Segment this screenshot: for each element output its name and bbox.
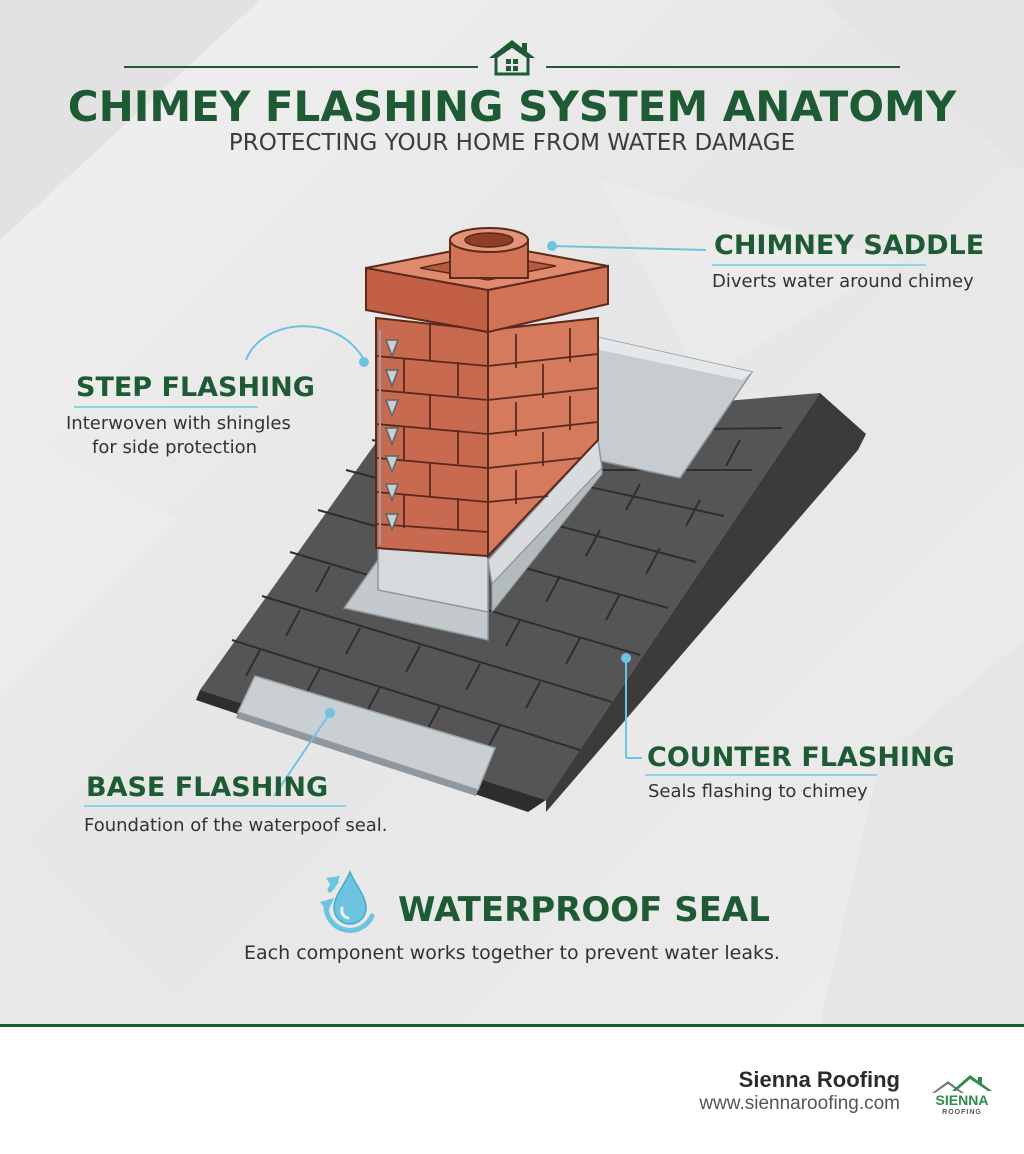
base-flashing-desc: Foundation of the waterpoof seal. bbox=[84, 815, 388, 836]
counter-flashing-desc: Seals flashing to chimey bbox=[648, 781, 868, 802]
chimney-saddle-title: CHIMNEY SADDLE bbox=[714, 230, 985, 261]
logo-text: SIENNA bbox=[936, 1092, 989, 1108]
sienna-roofing-logo: SIENNA ROOFING bbox=[932, 1075, 992, 1116]
background-pattern bbox=[0, 0, 1024, 1025]
callout-lines bbox=[245, 245, 707, 797]
house-icon bbox=[489, 40, 535, 76]
chimney-roof-diagram bbox=[196, 227, 866, 812]
waterproof-seal-desc: Each component works together to prevent… bbox=[244, 942, 780, 964]
brand-name: Sienna Roofing bbox=[738, 1067, 900, 1092]
brand-url[interactable]: www.siennaroofing.com bbox=[699, 1093, 900, 1114]
base-flashing-title: BASE FLASHING bbox=[86, 772, 329, 803]
step-flashing-desc-line2: for side protection bbox=[92, 437, 258, 458]
brick-mortar-lines bbox=[375, 324, 599, 533]
chimney-saddle-desc: Diverts water around chimey bbox=[712, 271, 974, 292]
roof-surface bbox=[200, 393, 820, 800]
waterproof-seal-title: WATERPROOF SEAL bbox=[398, 890, 770, 930]
roof-right-edge bbox=[546, 393, 858, 812]
counter-flashing-rule bbox=[645, 774, 877, 776]
step-flashing-rule bbox=[74, 406, 258, 408]
footer: Sienna Roofing www.siennaroofing.com SIE… bbox=[0, 1024, 1024, 1154]
header-rule-right bbox=[546, 66, 900, 68]
water-drop-icon bbox=[320, 870, 375, 933]
step-flashing-pieces bbox=[384, 339, 400, 533]
page-subtitle: PROTECTING YOUR HOME FROM WATER DAMAGE bbox=[228, 130, 796, 156]
callout-dots bbox=[325, 241, 631, 718]
chimney-saddle-rule bbox=[712, 264, 926, 266]
header-rule-left bbox=[124, 66, 478, 68]
logo-subtext: ROOFING bbox=[942, 1109, 982, 1116]
step-flashing-title: STEP FLASHING bbox=[76, 372, 315, 403]
page-title: CHIMEY FLASHING SYSTEM ANATOMY bbox=[67, 82, 957, 131]
step-flashing-desc-line1: Interwoven with shingles bbox=[66, 413, 291, 434]
shingle-joints bbox=[245, 399, 741, 752]
base-flashing-rule bbox=[84, 805, 346, 807]
counter-flashing-title: COUNTER FLASHING bbox=[647, 742, 955, 773]
